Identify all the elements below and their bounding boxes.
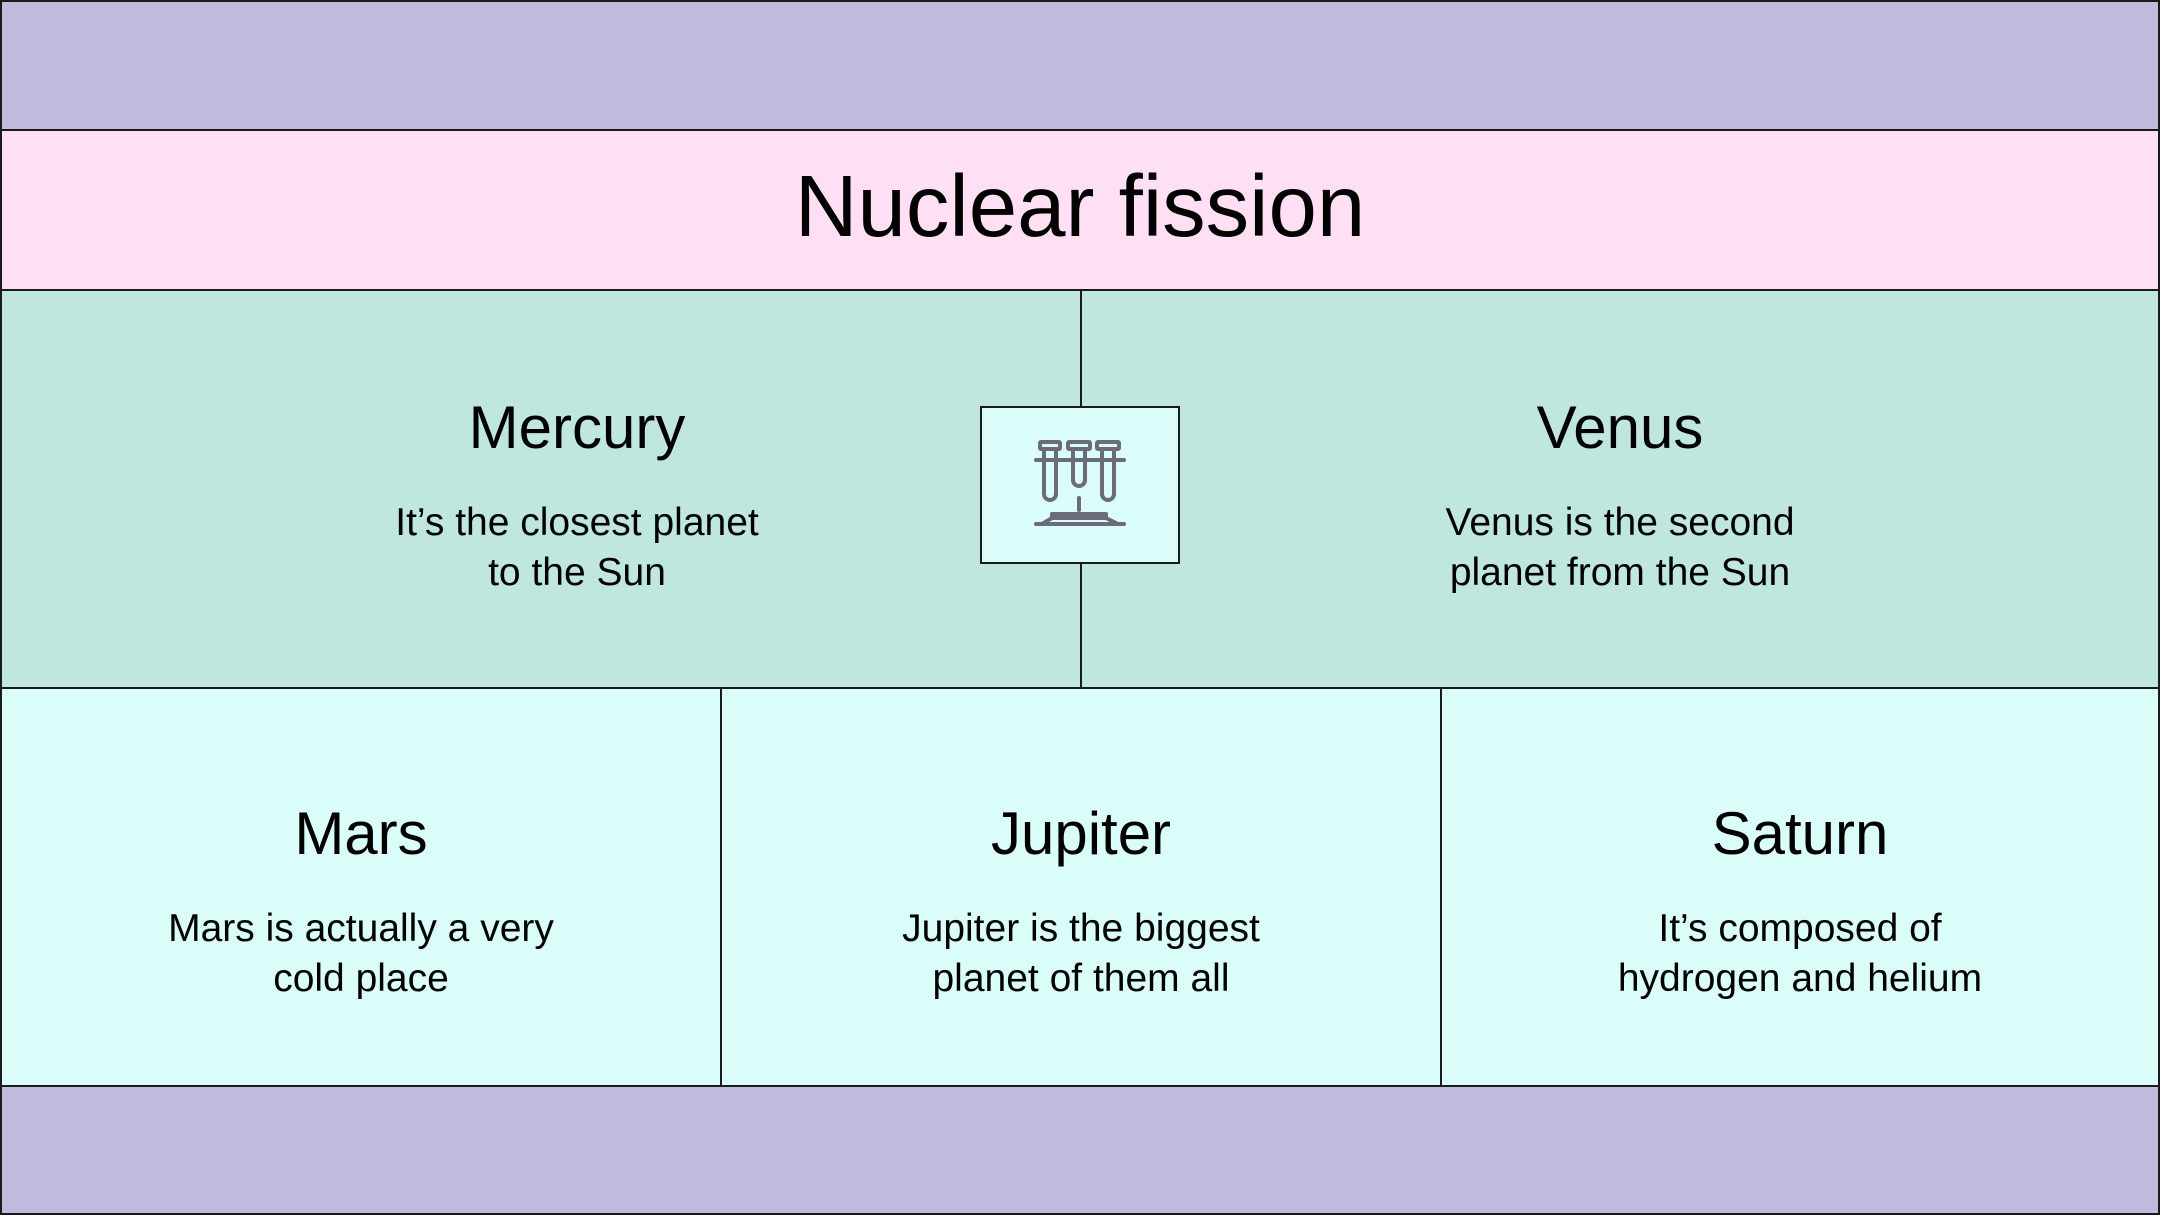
slide-title: Nuclear fission	[794, 157, 1366, 255]
title-band: Nuclear fission	[0, 129, 2160, 291]
top-band	[0, 0, 2160, 131]
card-title: Jupiter	[990, 800, 1172, 867]
bottom-band	[0, 1085, 2160, 1215]
card-title: Saturn	[1711, 800, 1889, 867]
card-description: It’s the closest planet to the Sun	[395, 501, 759, 594]
card-description: Venus is the second planet from the Sun	[1445, 501, 1795, 594]
card-title: Venus	[1536, 394, 1704, 461]
card-description: Mars is actually a very cold place	[168, 907, 554, 1000]
test-tubes-icon	[1034, 440, 1126, 526]
card-mars: Mars Mars is actually a very cold place	[0, 687, 722, 1087]
card-title: Mercury	[468, 394, 686, 461]
card-description: Jupiter is the biggest planet of them al…	[902, 907, 1260, 1000]
icon-frame	[980, 406, 1180, 564]
card-mercury: Mercury It’s the closest planet to the S…	[0, 289, 1082, 689]
card-venus: Venus Venus is the second planet from th…	[1080, 289, 2160, 689]
card-description: It’s composed of hydrogen and helium	[1617, 907, 1983, 1000]
card-title: Mars	[294, 800, 428, 867]
card-jupiter: Jupiter Jupiter is the biggest planet of…	[720, 687, 1442, 1087]
card-saturn: Saturn It’s composed of hydrogen and hel…	[1440, 687, 2160, 1087]
